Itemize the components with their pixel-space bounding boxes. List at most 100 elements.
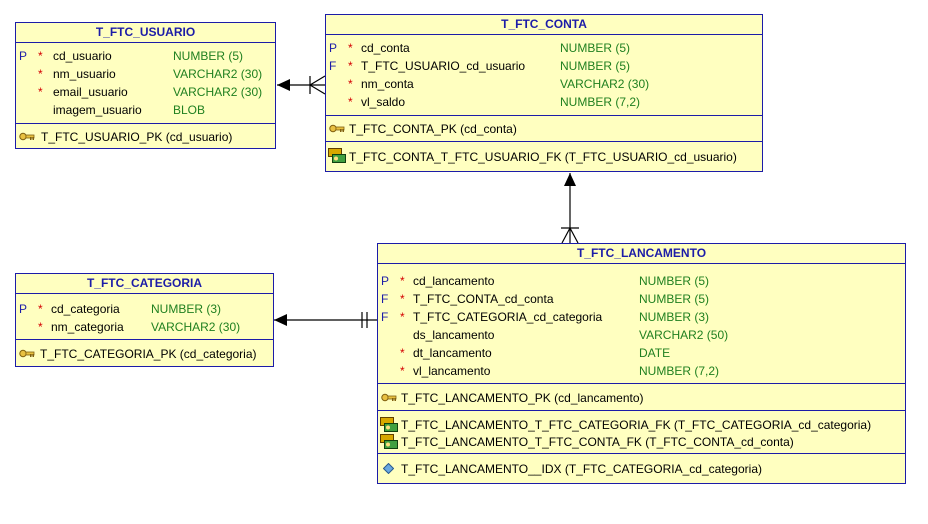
- column-name: nm_conta: [361, 77, 414, 91]
- mandatory-flag: *: [38, 67, 43, 81]
- arrowhead-conta: [564, 173, 576, 186]
- fk-section: T_FTC_LANCAMENTO_T_FTC_CATEGORIA_FK (T_F…: [378, 411, 905, 454]
- mandatory-flag: *: [400, 364, 405, 378]
- mandatory-flag: *: [348, 95, 353, 109]
- pk-section: T_FTC_CATEGORIA_PK (cd_categoria): [16, 340, 273, 367]
- column-name: T_FTC_CONTA_cd_conta: [413, 292, 554, 306]
- mandatory-flag: *: [348, 59, 353, 73]
- column-type: BLOB: [173, 103, 206, 117]
- column-row[interactable]: P * cd_lancamento NUMBER (5): [378, 272, 905, 290]
- index-icon: [383, 463, 394, 474]
- column-name: cd_usuario: [53, 49, 112, 63]
- key-flag: P: [381, 274, 390, 288]
- table-t-ftc-categoria[interactable]: T_FTC_CATEGORIA P * cd_categoria NUMBER …: [15, 273, 274, 367]
- primary-key: T_FTC_USUARIO_PK (cd_usuario): [41, 130, 233, 144]
- pk-section: T_FTC_CONTA_PK (cd_conta): [326, 116, 762, 142]
- mandatory-flag: *: [400, 274, 405, 288]
- column-row[interactable]: P * cd_categoria NUMBER (3): [16, 300, 273, 318]
- foreign-key: T_FTC_LANCAMENTO_T_FTC_CATEGORIA_FK (T_F…: [401, 418, 872, 432]
- mandatory-flag: *: [38, 302, 43, 316]
- column-name: nm_categoria: [51, 320, 124, 334]
- column-name: T_FTC_USUARIO_cd_usuario: [361, 59, 526, 73]
- column-list: P * cd_lancamento NUMBER (5) F * T_FTC_C…: [378, 264, 905, 384]
- key-icon: [19, 349, 35, 358]
- table-title: T_FTC_CONTA: [326, 15, 762, 35]
- pk-section: T_FTC_USUARIO_PK (cd_usuario): [16, 124, 275, 149]
- key-flag: P: [329, 41, 338, 55]
- column-name: cd_categoria: [51, 302, 120, 316]
- column-list: P * cd_usuario NUMBER (5) * nm_usuario V…: [16, 43, 275, 124]
- column-type: NUMBER (7,2): [639, 364, 720, 378]
- foreign-key-icon: [380, 417, 398, 432]
- mandatory-flag: *: [348, 77, 353, 91]
- column-row[interactable]: P * cd_usuario NUMBER (5): [16, 47, 275, 65]
- column-row[interactable]: F * T_FTC_USUARIO_cd_usuario NUMBER (5): [326, 57, 762, 75]
- column-type: NUMBER (5): [173, 49, 244, 63]
- table-title: T_FTC_USUARIO: [16, 23, 275, 43]
- column-name: dt_lancamento: [413, 346, 492, 360]
- column-type: NUMBER (7,2): [560, 95, 641, 109]
- arrowhead-usuario: [277, 79, 290, 91]
- table-title: T_FTC_CATEGORIA: [16, 274, 273, 294]
- column-row[interactable]: * nm_usuario VARCHAR2 (30): [16, 65, 275, 83]
- primary-key: T_FTC_CATEGORIA_PK (cd_categoria): [40, 347, 257, 361]
- foreign-key-icon: [328, 148, 346, 163]
- relationship-lancamento-categoria: [274, 312, 378, 328]
- column-type: NUMBER (5): [639, 292, 710, 306]
- column-type: NUMBER (5): [560, 59, 631, 73]
- column-name: cd_lancamento: [413, 274, 495, 288]
- column-row[interactable]: * email_usuario VARCHAR2 (30): [16, 83, 275, 101]
- mandatory-flag: *: [38, 320, 43, 334]
- column-name: email_usuario: [53, 85, 128, 99]
- column-name: cd_conta: [361, 41, 410, 55]
- arrowhead-categoria: [274, 314, 287, 326]
- column-row[interactable]: imagem_usuario BLOB: [16, 101, 275, 119]
- column-row[interactable]: P * cd_conta NUMBER (5): [326, 39, 762, 57]
- table-title: T_FTC_LANCAMENTO: [378, 244, 905, 264]
- column-type: VARCHAR2 (30): [560, 77, 650, 91]
- column-row[interactable]: * vl_lancamento NUMBER (7,2): [378, 362, 905, 380]
- foreign-key: T_FTC_LANCAMENTO_T_FTC_CONTA_FK (T_FTC_C…: [401, 435, 794, 449]
- key-flag: F: [381, 292, 389, 306]
- column-row[interactable]: * nm_categoria VARCHAR2 (30): [16, 318, 273, 336]
- key-flag: F: [329, 59, 337, 73]
- column-row[interactable]: F * T_FTC_CONTA_cd_conta NUMBER (5): [378, 290, 905, 308]
- column-list: P * cd_conta NUMBER (5) F * T_FTC_USUARI…: [326, 35, 762, 116]
- column-row[interactable]: * dt_lancamento DATE: [378, 344, 905, 362]
- column-name: nm_usuario: [53, 67, 116, 81]
- column-type: NUMBER (5): [639, 274, 710, 288]
- mandatory-flag: *: [38, 49, 43, 63]
- column-name: ds_lancamento: [413, 328, 495, 342]
- mandatory-flag: *: [400, 292, 405, 306]
- primary-key: T_FTC_LANCAMENTO_PK (cd_lancamento): [401, 391, 644, 405]
- column-row[interactable]: * nm_conta VARCHAR2 (30): [326, 75, 762, 93]
- table-t-ftc-conta[interactable]: T_FTC_CONTA P * cd_conta NUMBER (5) F * …: [325, 14, 763, 172]
- column-row[interactable]: F * T_FTC_CATEGORIA_cd_categoria NUMBER …: [378, 308, 905, 326]
- mandatory-flag: *: [400, 310, 405, 324]
- column-name: imagem_usuario: [53, 103, 142, 117]
- mandatory-flag: *: [348, 41, 353, 55]
- foreign-key-icon: [380, 434, 398, 449]
- column-name: vl_saldo: [361, 95, 406, 109]
- column-row[interactable]: * vl_saldo NUMBER (7,2): [326, 93, 762, 111]
- column-name: vl_lancamento: [413, 364, 491, 378]
- key-icon: [381, 393, 397, 402]
- key-flag: P: [19, 302, 28, 316]
- primary-key: T_FTC_CONTA_PK (cd_conta): [349, 122, 517, 136]
- table-t-ftc-lancamento[interactable]: T_FTC_LANCAMENTO P * cd_lancamento NUMBE…: [377, 243, 906, 484]
- key-icon: [329, 124, 345, 133]
- column-type: VARCHAR2 (30): [151, 320, 241, 334]
- key-icon: [19, 132, 35, 141]
- table-t-ftc-usuario[interactable]: T_FTC_USUARIO P * cd_usuario NUMBER (5) …: [15, 22, 276, 149]
- column-row[interactable]: ds_lancamento VARCHAR2 (50): [378, 326, 905, 344]
- column-list: P * cd_categoria NUMBER (3) * nm_categor…: [16, 294, 273, 340]
- column-type: VARCHAR2 (50): [639, 328, 729, 342]
- key-flag: F: [381, 310, 389, 324]
- key-flag: P: [19, 49, 28, 63]
- column-type: NUMBER (5): [560, 41, 631, 55]
- column-type: NUMBER (3): [639, 310, 710, 324]
- fk-section: T_FTC_CONTA_T_FTC_USUARIO_FK (T_FTC_USUA…: [326, 142, 762, 172]
- mandatory-flag: *: [400, 346, 405, 360]
- index-section: T_FTC_LANCAMENTO__IDX (T_FTC_CATEGORIA_c…: [378, 454, 905, 484]
